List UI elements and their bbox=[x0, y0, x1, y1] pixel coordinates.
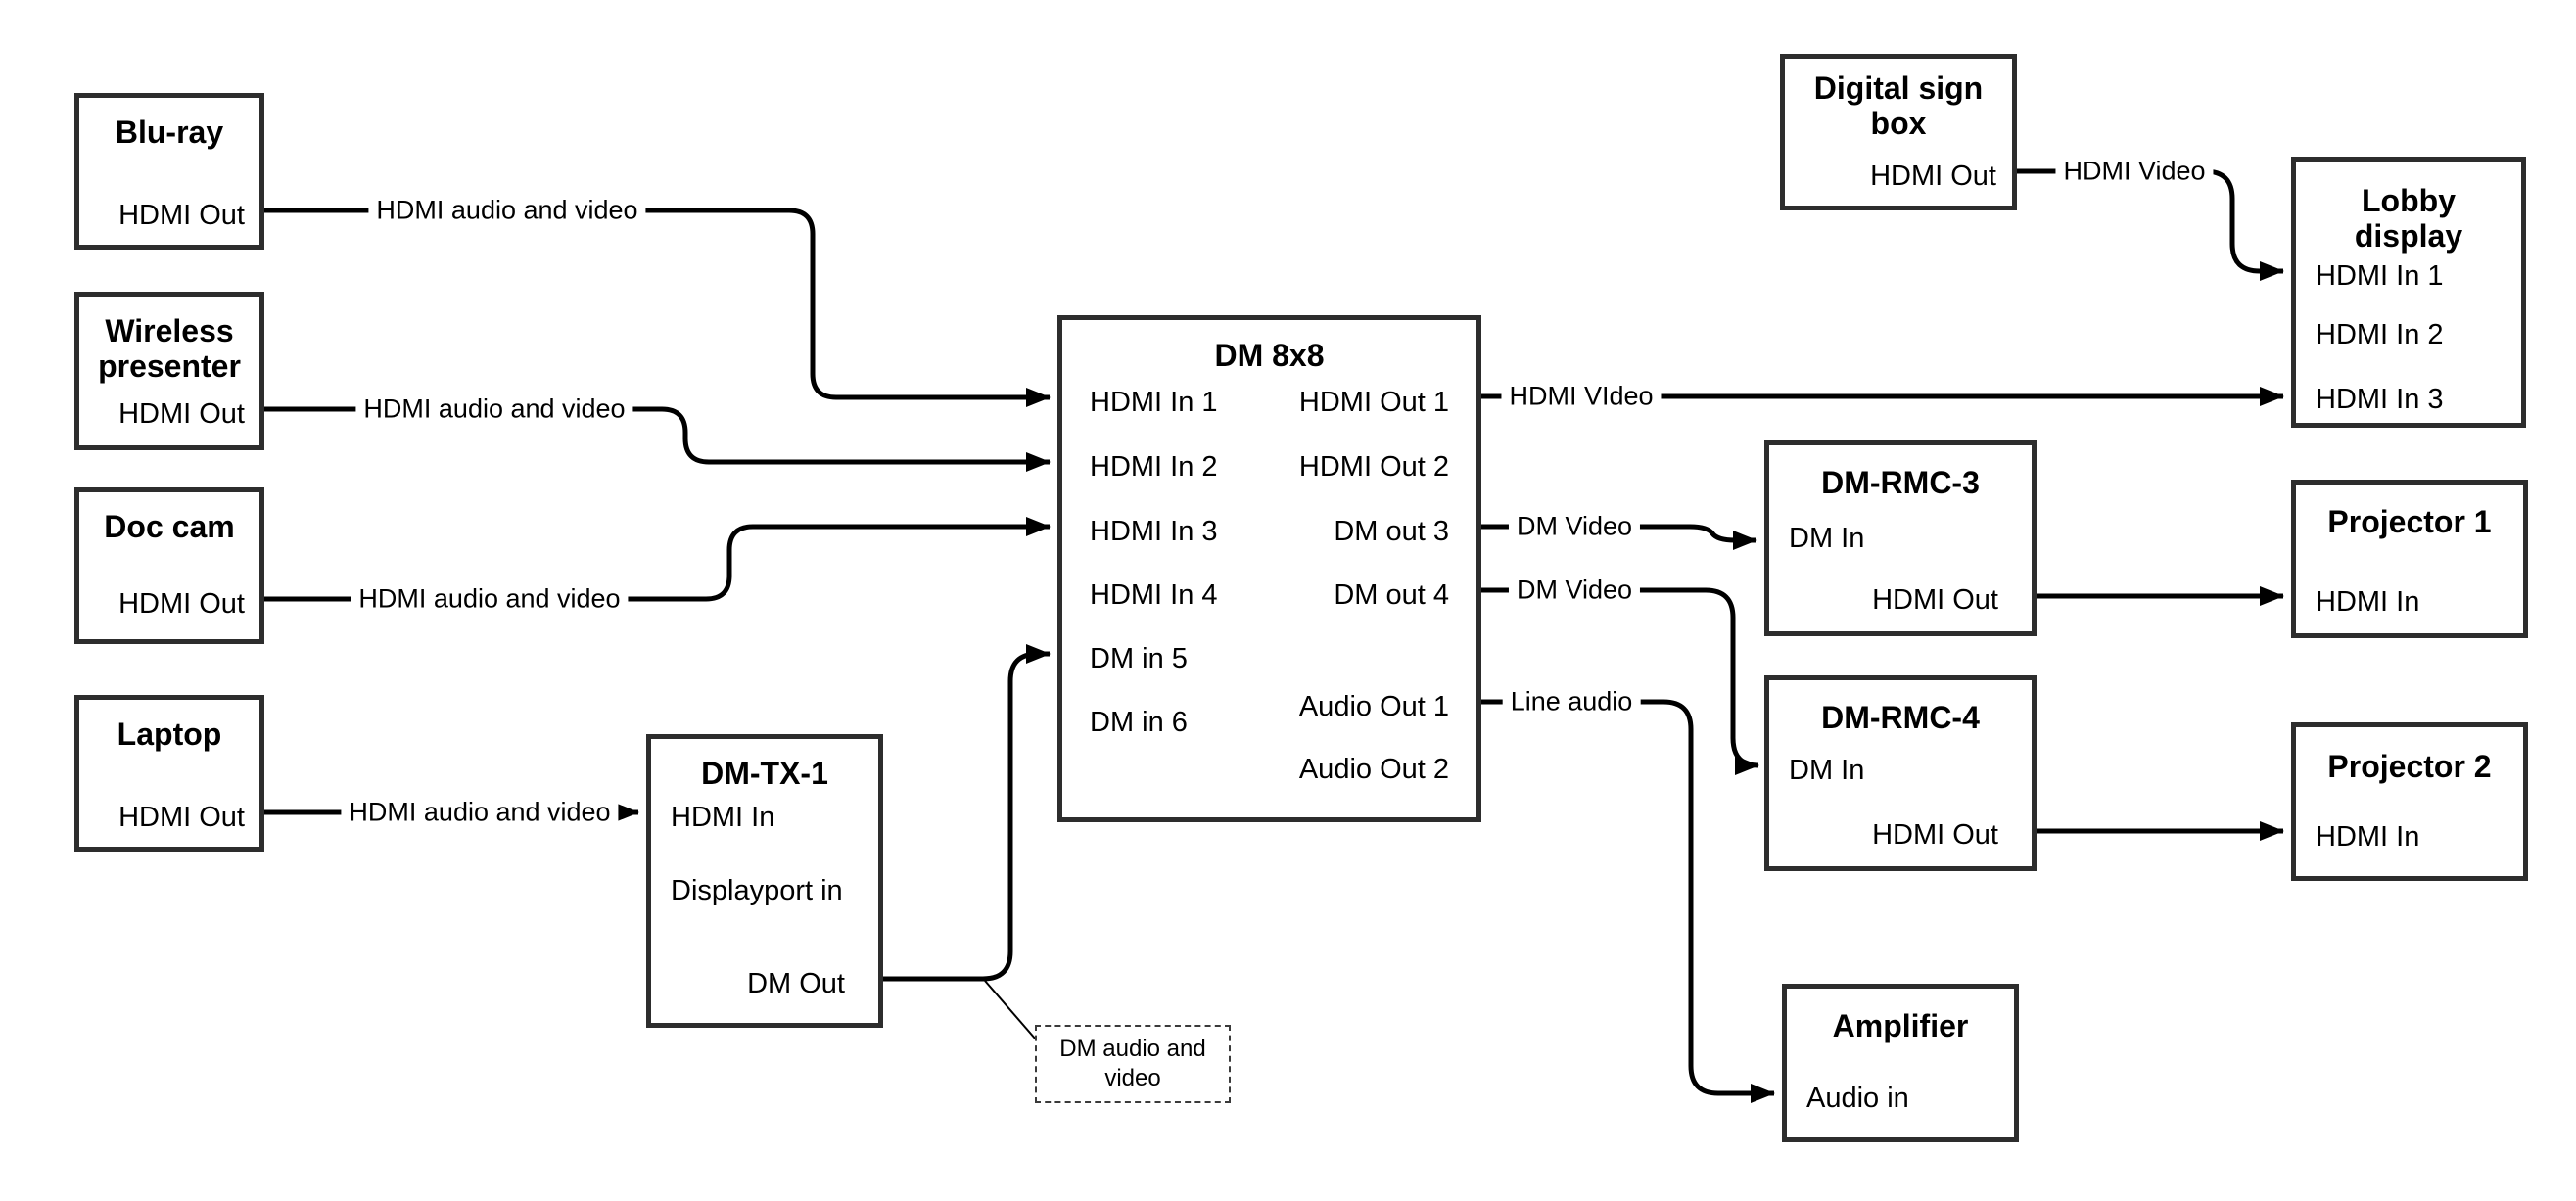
node-dmtx1[interactable]: DM-TX-1 HDMI In Displayport in DM Out bbox=[646, 734, 883, 1028]
edge-label-bluray: HDMI audio and video bbox=[368, 195, 646, 226]
node-proj2-title: Projector 2 bbox=[2327, 749, 2492, 784]
note-text: DM audio and video bbox=[1059, 1036, 1206, 1091]
edge-label-dm-video-out4: DM Video bbox=[1508, 575, 1641, 606]
port-dm8x8-dm-out-3: DM out 3 bbox=[1334, 516, 1449, 547]
port-dmrmc4-hdmi-out: HDMI Out bbox=[1872, 819, 1998, 851]
node-doccam-title: Doc cam bbox=[104, 509, 235, 544]
port-amplifier-audio-in: Audio in bbox=[1806, 1083, 1909, 1114]
node-projector2[interactable]: Projector 2 HDMI In bbox=[2291, 722, 2528, 881]
port-laptop-hdmi-out: HDMI Out bbox=[118, 802, 245, 833]
port-dmrmc3-hdmi-out: HDMI Out bbox=[1872, 584, 1998, 616]
port-lobby-hdmi-in-3: HDMI In 3 bbox=[2316, 384, 2444, 415]
port-dm8x8-hdmi-in-4: HDMI In 4 bbox=[1090, 579, 1218, 611]
node-dmrmc4-title: DM-RMC-4 bbox=[1821, 700, 1980, 735]
port-proj2-hdmi-in: HDMI In bbox=[2316, 821, 2420, 853]
note-dm-audio-and-video[interactable]: DM audio and video bbox=[1035, 1025, 1231, 1103]
edge-doccam-to-dm8x8-in3 bbox=[264, 517, 1051, 602]
node-dmrmc3[interactable]: DM-RMC-3 DM In HDMI Out bbox=[1764, 440, 2037, 636]
port-dmrmc3-dm-in: DM In bbox=[1789, 523, 1865, 554]
edge-wireless-to-dm8x8-in2 bbox=[264, 406, 1051, 472]
node-dm8x8-title: DM 8x8 bbox=[1214, 338, 1325, 373]
edge-label-dm-video-out3: DM Video bbox=[1508, 511, 1641, 542]
port-dmtx1-hdmi-in: HDMI In bbox=[671, 802, 775, 833]
node-wireless-title: Wireless presenter bbox=[98, 313, 241, 384]
port-dm8x8-dm-in-6: DM in 6 bbox=[1090, 707, 1188, 738]
port-dm8x8-dm-out-4: DM out 4 bbox=[1334, 579, 1449, 611]
node-digitalsign-title: Digital sign box bbox=[1813, 70, 1984, 141]
edge-bluray-to-dm8x8-in1 bbox=[264, 208, 1051, 407]
port-lobby-hdmi-in-2: HDMI In 2 bbox=[2316, 319, 2444, 350]
port-bluray-hdmi-out: HDMI Out bbox=[118, 200, 245, 231]
node-amplifier-title: Amplifier bbox=[1832, 1008, 1969, 1043]
edge-dmtx1-dmout-to-dm8x8-in5 bbox=[883, 644, 1051, 982]
port-wireless-hdmi-out: HDMI Out bbox=[118, 398, 245, 430]
port-dm8x8-hdmi-out-1: HDMI Out 1 bbox=[1298, 387, 1449, 418]
node-digital-sign-box[interactable]: Digital sign box HDMI Out bbox=[1780, 54, 2017, 210]
port-doccam-hdmi-out: HDMI Out bbox=[118, 588, 245, 620]
edge-label-doccam: HDMI audio and video bbox=[351, 583, 629, 615]
edge-dm8x8-out3-to-dmrmc3 bbox=[1481, 524, 1757, 550]
edge-label-hdmi-video-sign: HDMI Video bbox=[2055, 156, 2214, 187]
edge-label-laptop: HDMI audio and video bbox=[341, 797, 619, 828]
node-bluray-title: Blu-ray bbox=[115, 115, 224, 150]
node-doc-cam[interactable]: Doc cam HDMI Out bbox=[74, 487, 264, 644]
node-bluray[interactable]: Blu-ray HDMI Out bbox=[74, 93, 264, 250]
port-digitalsign-hdmi-out: HDMI Out bbox=[1870, 161, 1996, 192]
node-lobby-title: Lobby display bbox=[2354, 183, 2463, 254]
port-dmtx1-dm-out: DM Out bbox=[747, 968, 845, 999]
port-dm8x8-audio-out-1: Audio Out 1 bbox=[1298, 691, 1449, 722]
port-dm8x8-audio-out-2: Audio Out 2 bbox=[1298, 754, 1449, 785]
edge-dm8x8-out4-to-dmrmc4 bbox=[1481, 587, 1759, 775]
node-dmrmc3-title: DM-RMC-3 bbox=[1821, 465, 1980, 500]
node-dmrmc4[interactable]: DM-RMC-4 DM In HDMI Out bbox=[1764, 675, 2037, 871]
port-proj1-hdmi-in: HDMI In bbox=[2316, 586, 2420, 618]
port-dm8x8-hdmi-in-2: HDMI In 2 bbox=[1090, 451, 1218, 483]
node-wireless-presenter[interactable]: Wireless presenter HDMI Out bbox=[74, 292, 264, 450]
edge-label-wireless: HDMI audio and video bbox=[355, 393, 633, 425]
port-dm8x8-hdmi-in-3: HDMI In 3 bbox=[1090, 516, 1218, 547]
note-leader-line bbox=[984, 980, 1037, 1040]
node-dm8x8[interactable]: DM 8x8 HDMI In 1 HDMI In 2 HDMI In 3 HDM… bbox=[1057, 315, 1481, 822]
node-dmtx1-title: DM-TX-1 bbox=[701, 756, 828, 791]
port-lobby-hdmi-in-1: HDMI In 1 bbox=[2316, 260, 2444, 292]
edge-dm8x8-audio1-to-amplifier bbox=[1481, 699, 1775, 1103]
port-dmtx1-displayport-in: Displayport in bbox=[671, 875, 843, 906]
node-laptop[interactable]: Laptop HDMI Out bbox=[74, 695, 264, 852]
node-amplifier[interactable]: Amplifier Audio in bbox=[1782, 984, 2019, 1142]
node-laptop-title: Laptop bbox=[117, 716, 222, 752]
port-dm8x8-hdmi-out-2: HDMI Out 2 bbox=[1298, 451, 1449, 483]
node-proj1-title: Projector 1 bbox=[2327, 504, 2492, 539]
edge-digitalsign-to-lobby-in1 bbox=[2017, 168, 2284, 281]
port-dm8x8-dm-in-5: DM in 5 bbox=[1090, 643, 1188, 674]
node-lobby-display[interactable]: Lobby display HDMI In 1 HDMI In 2 HDMI I… bbox=[2291, 157, 2526, 428]
port-dm8x8-hdmi-in-1: HDMI In 1 bbox=[1090, 387, 1218, 418]
edge-label-line-audio: Line audio bbox=[1502, 686, 1641, 717]
edge-label-hdmi-video-out1: HDMI VIdeo bbox=[1501, 381, 1662, 412]
node-projector1[interactable]: Projector 1 HDMI In bbox=[2291, 480, 2528, 638]
port-dmrmc4-dm-in: DM In bbox=[1789, 755, 1865, 786]
